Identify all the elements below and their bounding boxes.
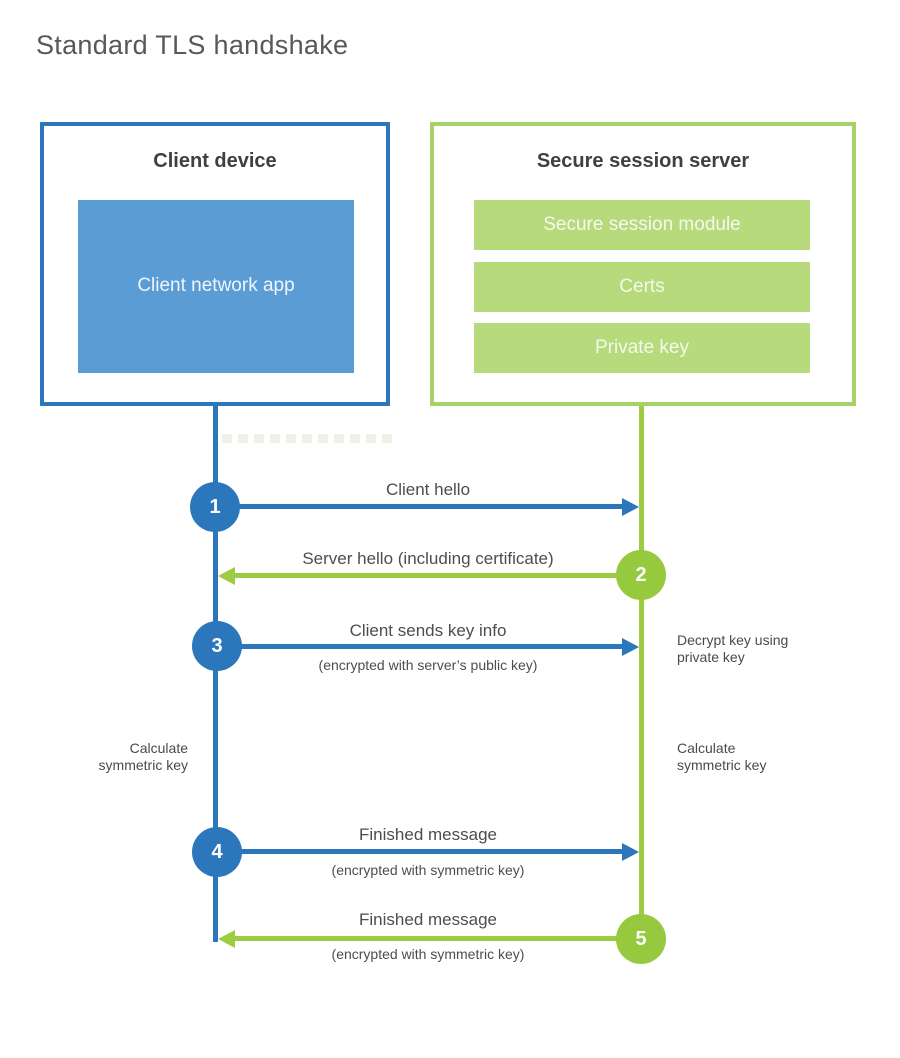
step-badge-1: 1 [190, 482, 240, 532]
arrow-key-info [217, 644, 623, 649]
message-label-client-hello: Client hello [385, 480, 471, 499]
message-label-finished-server: Finished message [359, 910, 497, 929]
page-title: Standard TLS handshake [36, 30, 349, 60]
arrow-finished-client [217, 849, 623, 854]
server-module-private-key: Private key [474, 323, 810, 373]
message-label-server-hello: Server hello (including certificate) [302, 549, 554, 568]
arrowhead-right-icon [622, 498, 639, 516]
client-device-title: Client device [153, 150, 277, 172]
step-badge-5: 5 [616, 914, 666, 964]
client-lifeline [213, 406, 218, 942]
faint-dashed-line [222, 434, 398, 443]
server-lifeline [639, 406, 644, 939]
arrowhead-right-icon [622, 843, 639, 861]
step-badge-4: 4 [192, 827, 242, 877]
arrowhead-right-icon [622, 638, 639, 656]
client-device-box: Client device Client network app [40, 122, 390, 406]
server-module-certs: Certs [474, 262, 810, 312]
client-network-app-box: Client network app [78, 200, 354, 373]
client-network-app-label: Client network app [137, 275, 295, 297]
arrow-server-hello [234, 573, 641, 578]
step-badge-2: 2 [616, 550, 666, 600]
message-label-key-info: Client sends key info [349, 621, 507, 640]
step-badge-3: 3 [192, 621, 242, 671]
note-decrypt-key: Decrypt key using private key [677, 632, 789, 666]
message-label-finished-client: Finished message [359, 825, 497, 844]
server-module-secure-session: Secure session module [474, 200, 810, 250]
note-calculate-symmetric-key-client: Calculate symmetric key [98, 740, 188, 774]
arrowhead-left-icon [218, 930, 235, 948]
secure-session-server-title: Secure session server [536, 150, 750, 172]
arrow-finished-server [234, 936, 641, 941]
message-sublabel-finished-server: (encrypted with symmetric key) [331, 946, 525, 962]
arrowhead-left-icon [218, 567, 235, 585]
arrow-client-hello [215, 504, 623, 509]
note-calculate-symmetric-key-server: Calculate symmetric key [677, 740, 767, 774]
message-sublabel-finished-client: (encrypted with symmetric key) [331, 862, 525, 878]
message-sublabel-key-info: (encrypted with server’s public key) [318, 657, 538, 673]
secure-session-server-box: Secure session server Secure session mod… [430, 122, 856, 406]
